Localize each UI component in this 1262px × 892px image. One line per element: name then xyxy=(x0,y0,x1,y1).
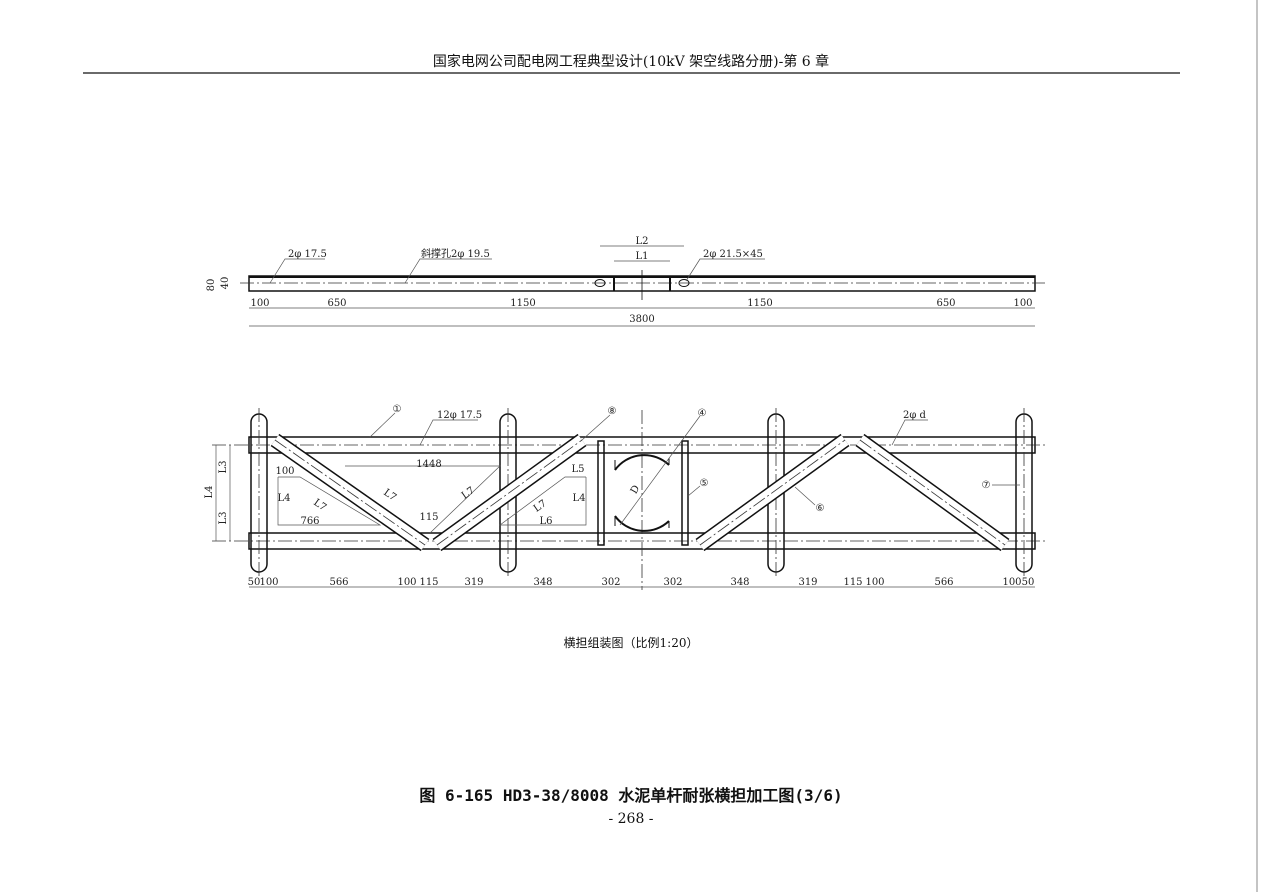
label-diameter: D xyxy=(629,484,643,496)
hole-callout-1: 2φ 17.5 xyxy=(288,249,327,260)
bottom-dim: 100 xyxy=(397,577,416,588)
bottom-dim: 302 xyxy=(601,577,620,588)
bottom-dim: 348 xyxy=(730,577,749,588)
top-dim: 1150 xyxy=(747,298,772,309)
label-l7: L7 xyxy=(460,485,477,501)
drawing-caption: 横担组装图（比例1:20） xyxy=(563,636,699,650)
label-l4: L4 xyxy=(277,493,290,504)
part-6-callout: ⑥ xyxy=(816,503,825,514)
part-8-callout: ⑧ xyxy=(608,406,617,417)
dim-40: 40 xyxy=(220,277,231,290)
dim-766: 766 xyxy=(300,516,319,527)
top-dim: 100 xyxy=(1013,298,1032,309)
figure-title: 图 6-165 HD3-38/8008 水泥单杆耐张横担加工图(3/6) xyxy=(419,786,843,805)
l1-label: L1 xyxy=(635,251,648,262)
hole-callout-2: 斜撑孔2φ 19.5 xyxy=(421,247,490,260)
bottom-dim: 566 xyxy=(934,577,953,588)
dim-100: 100 xyxy=(275,466,294,477)
label-l7: L7 xyxy=(532,498,549,514)
label-l7: L7 xyxy=(381,487,398,503)
vertical-plates xyxy=(250,408,1033,578)
dim-1448: 1448 xyxy=(416,459,441,470)
top-dim: 1150 xyxy=(510,298,535,309)
top-dim: 100 xyxy=(250,298,269,309)
page-header: 国家电网公司配电网工程典型设计(10kV 架空线路分册)-第 6 章 xyxy=(432,54,830,70)
top-dim: 650 xyxy=(327,298,346,309)
holes-callout: 12φ 17.5 xyxy=(437,410,482,421)
hole-callout-3: 2φ 21.5×45 xyxy=(703,249,763,260)
part-5-callout: ⑤ xyxy=(700,478,709,489)
hole-d-callout: 2φ d xyxy=(903,410,927,421)
part-4-callout: ④ xyxy=(698,408,707,419)
bottom-dim: 50 xyxy=(1022,577,1035,588)
bottom-dim: 100 xyxy=(1002,577,1021,588)
bottom-dim: 100 xyxy=(865,577,884,588)
part-1-callout: ① xyxy=(393,404,402,415)
bottom-dim: 348 xyxy=(533,577,552,588)
label-l7: L7 xyxy=(311,497,328,513)
bottom-dim: 566 xyxy=(329,577,348,588)
top-view: L2 L1 2φ 17.5 斜撑孔2φ 19.5 2φ 21.5×45 80 4… xyxy=(206,236,1045,327)
label-l5: L5 xyxy=(571,464,584,475)
label-l6: L6 xyxy=(539,516,552,527)
l2-label: L2 xyxy=(635,236,648,247)
top-total-dim: 3800 xyxy=(629,314,654,325)
part-7-callout: ⑦ xyxy=(982,480,991,491)
label-l3: L3 xyxy=(218,460,229,473)
bottom-dim: 319 xyxy=(464,577,483,588)
page-number: - 268 - xyxy=(608,811,654,827)
bottom-dim: 115 xyxy=(419,577,438,588)
diagonal-braces xyxy=(270,433,1010,552)
dim-80: 80 xyxy=(206,279,217,292)
bottom-dim: 115 xyxy=(843,577,862,588)
center-clamp xyxy=(597,440,689,546)
bottom-dim: 302 xyxy=(663,577,682,588)
assembly-view: ① 12φ 17.5 ⑧ ④ ⑤ ⑥ ⑦ 2φ d 1448 100 L4 L7… xyxy=(204,404,1045,590)
label-l4: L4 xyxy=(572,493,585,504)
dim-115: 115 xyxy=(419,512,438,523)
bottom-dim: 319 xyxy=(798,577,817,588)
bottom-dim: 50 xyxy=(248,577,261,588)
top-dim: 650 xyxy=(936,298,955,309)
bottom-dim: 100 xyxy=(259,577,278,588)
label-l3: L3 xyxy=(218,511,229,524)
label-l4: L4 xyxy=(204,485,215,498)
